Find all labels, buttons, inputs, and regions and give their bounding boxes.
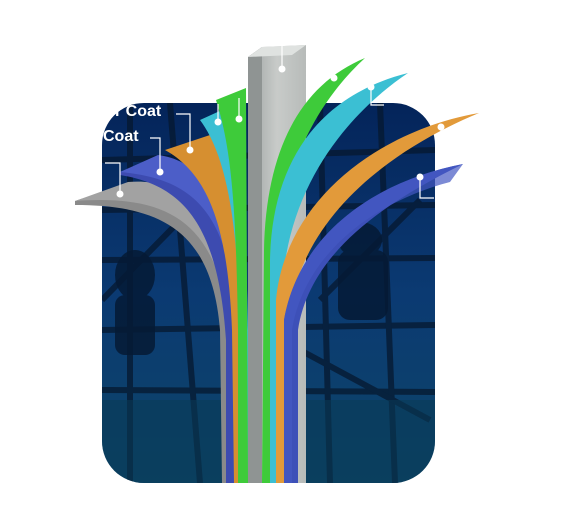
layer-green-outer (262, 58, 365, 483)
primer-coat-label: r Coat (115, 103, 162, 120)
layer-cyan-outer (270, 73, 408, 483)
layer-green-inner (216, 88, 248, 483)
callout-dots (116, 65, 445, 198)
layer-orange-inner (165, 135, 246, 483)
layer-orange-outer (276, 113, 479, 483)
coat-label: Coat (103, 128, 139, 145)
layer-blue-outer (284, 164, 463, 483)
